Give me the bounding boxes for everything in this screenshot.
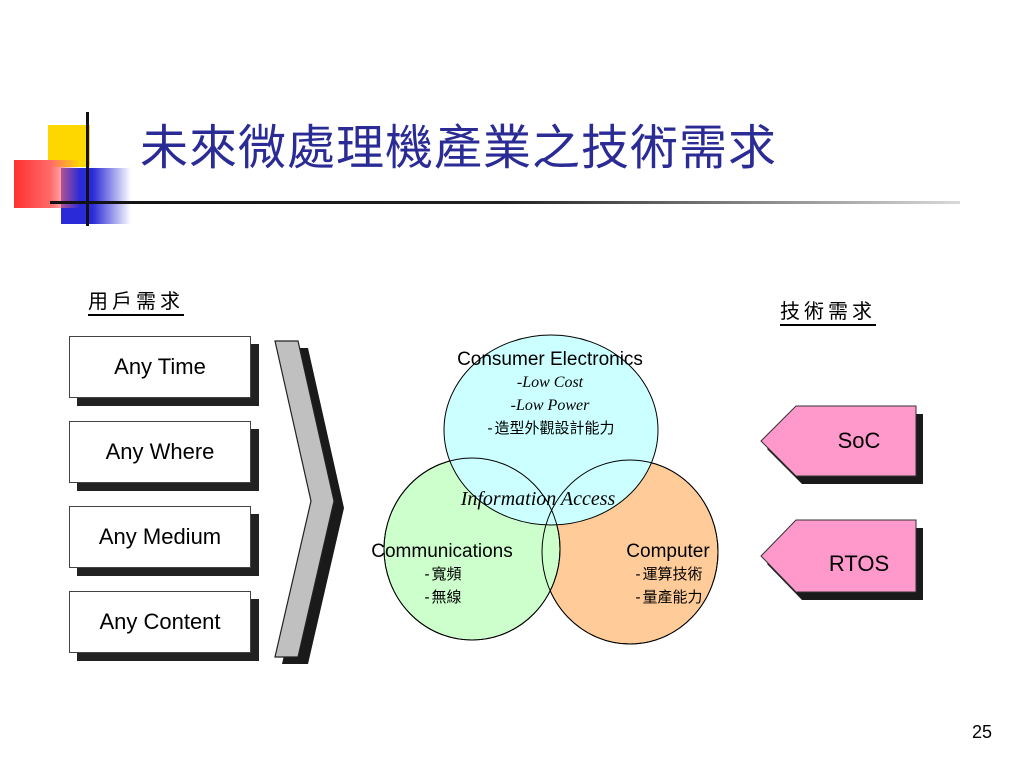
venn-top-line-2: -Low Power: [510, 397, 590, 414]
title-underline: [50, 201, 960, 204]
need-box-any-where: Any Where: [69, 421, 251, 483]
tag-soc: SoC: [837, 428, 881, 453]
tech-needs-heading: 技術需求: [780, 299, 876, 323]
venn-circle-consumer: [443, 334, 659, 526]
venn-left-line-1: -寬頻: [422, 565, 462, 583]
need-box-any-medium: Any Medium: [69, 506, 251, 568]
title-decoration-red-bar: [14, 160, 80, 208]
venn-right-label: Computer -運算技術 -量產能力: [608, 541, 728, 609]
venn-right-line-1: -運算技術: [633, 565, 703, 583]
venn-center-label: Information Access: [460, 488, 616, 510]
user-needs-heading: 用戶需求: [88, 289, 184, 313]
venn-right-line-2: -量產能力: [633, 588, 703, 606]
venn-right-title: Computer: [626, 541, 710, 562]
rtos-tag-shape: [760, 519, 923, 600]
need-box-any-time: Any Time: [69, 336, 251, 398]
venn-diagram: [383, 334, 719, 645]
tag-rtos: RTOS: [828, 551, 890, 576]
venn-left-title: Communications: [371, 541, 513, 562]
venn-top-label: Consumer Electronics -Low Cost -Low Powe…: [420, 349, 680, 440]
venn-top-title: Consumer Electronics: [457, 349, 643, 370]
venn-top-line-3: -造型外觀設計能力: [485, 419, 615, 437]
venn-top-line-1: -Low Cost: [516, 374, 584, 391]
slide-title: 未來微處理機產業之技術需求: [140, 120, 778, 176]
page-number: 25: [971, 722, 992, 742]
venn-left-label: Communications -寬頻 -無線: [352, 541, 532, 609]
title-decoration-vertical-line: [86, 112, 89, 226]
venn-left-line-2: -無線: [422, 588, 462, 606]
chevron-arrow-icon: [274, 340, 344, 664]
soc-tag-shape: [760, 405, 923, 484]
need-box-any-content: Any Content: [69, 591, 251, 653]
